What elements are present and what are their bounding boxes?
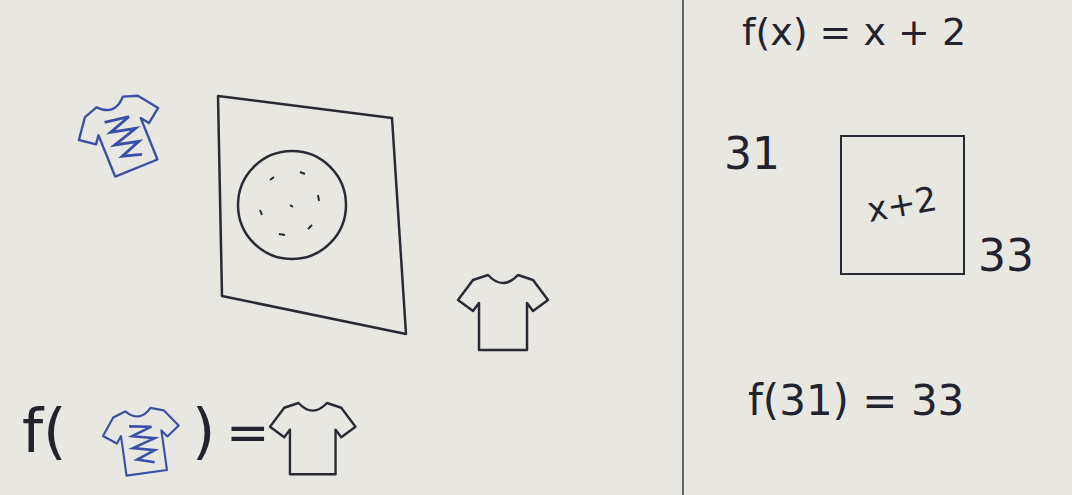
function-rule: x+2 bbox=[865, 180, 941, 229]
dirty-shirt-icon bbox=[70, 86, 176, 184]
dirty-shirt-icon bbox=[100, 404, 185, 478]
function-box: x+2 bbox=[840, 135, 965, 275]
math-label: f(31) = 33 bbox=[748, 378, 964, 424]
formula-part: = bbox=[226, 404, 270, 461]
washing-drum bbox=[238, 151, 346, 259]
clean-shirt-icon bbox=[270, 403, 356, 474]
math-label: 31 bbox=[724, 130, 780, 178]
drum-dashes bbox=[260, 172, 319, 235]
math-label: 33 bbox=[978, 232, 1034, 280]
washing-machine bbox=[218, 96, 406, 334]
divider-line bbox=[682, 0, 684, 495]
math-label: f(x) = x + 2 bbox=[742, 12, 966, 54]
formula-part: ) bbox=[192, 398, 215, 464]
clean-shirt-icon bbox=[458, 275, 548, 350]
formula-part: f( bbox=[22, 398, 67, 464]
